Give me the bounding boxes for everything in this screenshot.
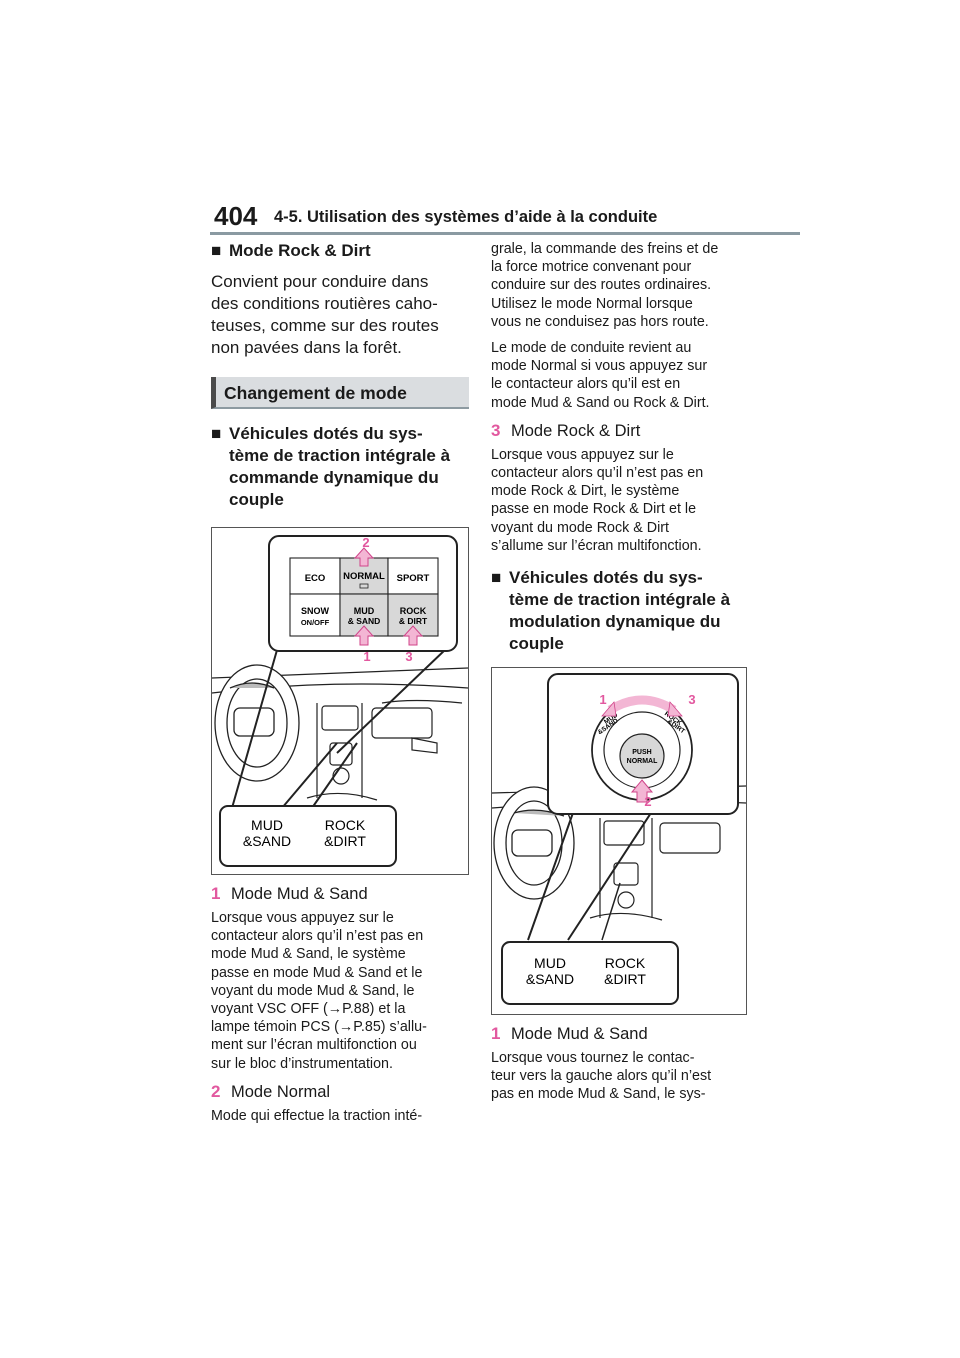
- square-bullet-icon: ■: [211, 241, 222, 260]
- dial-push-label: PUSH: [632, 749, 651, 756]
- step-1-text: Lorsque vous appuyez sur le contacteur a…: [211, 910, 427, 1072]
- indicator-mud-label: MUD: [534, 955, 566, 971]
- normal-mode-description: grale, la commande des freins et de la f…: [491, 241, 719, 330]
- indicator-rock-label: ROCK: [605, 955, 646, 971]
- mode-return-note: Le mode de conduite revient au mode Norm…: [491, 340, 710, 411]
- indicator-rock-dirt-label: &DIRT: [324, 833, 366, 849]
- button-rock-dirt-label: & DIRT: [399, 616, 428, 626]
- callout-3: 3: [405, 649, 412, 664]
- callout-1: 1: [599, 692, 606, 707]
- button-eco-label: ECO: [305, 573, 326, 584]
- figure-mode-dial: PUSH NORMAL MUD &SAND ROCK &DIRT 1 3 2 M…: [491, 667, 747, 1016]
- rock-dirt-description: Convient pour conduire dans des conditio…: [211, 272, 439, 357]
- callout-2: 2: [644, 794, 651, 809]
- indicator-rock-label: ROCK: [325, 817, 366, 833]
- step-3-heading: 3 Mode Rock & Dirt: [491, 420, 641, 440]
- step-3-text: Lorsque vous appuyez sur le contacteur a…: [491, 446, 704, 554]
- rock-dirt-heading: ■ Mode Rock & Dirt: [211, 241, 371, 260]
- torque-modulation-heading: ■ Véhicules dotés du sys- tème de tracti…: [491, 568, 731, 654]
- step-1b-heading: 1 Mode Mud & Sand: [491, 1024, 648, 1044]
- indicator-mud-label: MUD: [251, 817, 283, 833]
- chapter-title: 4-5. Utilisation des systèmes d’aide à l…: [274, 208, 658, 226]
- header-divider: [210, 232, 800, 235]
- figure-mode-switch-buttons: ECO NORMAL SPORT SNOW ON/OFF MUD & SAND …: [211, 527, 469, 875]
- button-mud-label: MUD: [354, 606, 375, 616]
- button-snow-label: SNOW: [301, 606, 330, 616]
- step-1b-text: Lorsque vous tournez le contac- teur ver…: [491, 1050, 712, 1103]
- callout-1: 1: [363, 649, 370, 664]
- step-2-heading: 2 Mode Normal: [211, 1081, 331, 1101]
- step-1-heading: 1 Mode Mud & Sand: [211, 884, 368, 903]
- callout-3: 3: [688, 692, 695, 707]
- indicator-mud-sand-label: &SAND: [526, 971, 574, 987]
- dial-normal-label: NORMAL: [627, 758, 658, 765]
- section-title-changement-de-mode: Changement de mode: [211, 377, 469, 409]
- torque-vectoring-heading: ■ Véhicules dotés du sys- tème de tracti…: [211, 424, 451, 509]
- right-column: grale, la commande des freins et de la f…: [491, 240, 756, 1104]
- page-number: 404: [214, 201, 258, 231]
- step-2-text: Mode qui effectue la traction inté-: [211, 1107, 423, 1124]
- square-bullet-icon: ■: [211, 424, 222, 443]
- left-column: ■ Mode Rock & Dirt Convient pour conduir…: [211, 240, 469, 1125]
- button-normal-label: NORMAL: [343, 571, 385, 582]
- indicator-rock-dirt-label: &DIRT: [604, 971, 646, 987]
- callout-2: 2: [362, 535, 369, 550]
- button-mud-sand-label: & SAND: [348, 616, 381, 626]
- indicator-mud-sand-label: &SAND: [243, 833, 291, 849]
- button-rock-label: ROCK: [400, 606, 427, 616]
- button-snow-onoff-label: ON/OFF: [301, 618, 330, 627]
- button-sport-label: SPORT: [397, 573, 430, 584]
- square-bullet-icon: ■: [491, 568, 502, 588]
